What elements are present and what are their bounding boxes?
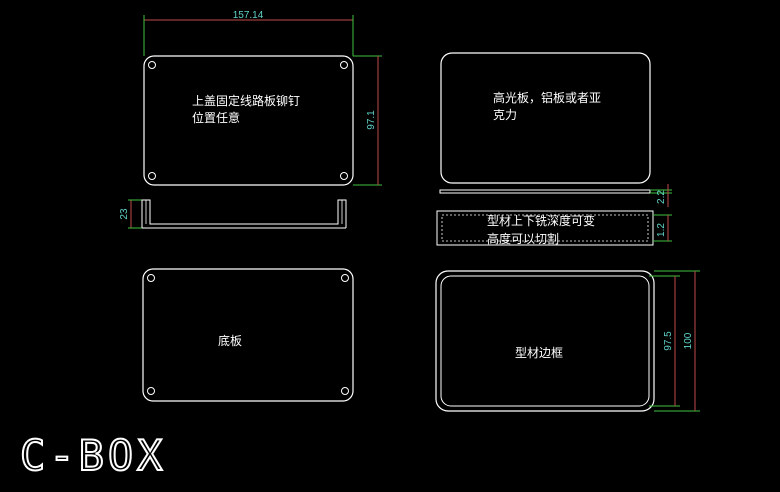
glossy-panel-view: 高光板，铝板或者亚 克力 xyxy=(440,52,651,184)
panel-thickness-dim: 2.2 xyxy=(656,190,667,204)
profile-section-view: 型材上下铣深度可变 高度可以切割 1.2 xyxy=(436,210,672,246)
brand-logo: C-BOX xyxy=(20,431,166,480)
frame-inner-height-dim: 97.5 xyxy=(663,331,674,351)
screw-hole-icon xyxy=(147,387,155,395)
side-height-dim: 23 xyxy=(119,208,130,220)
glossy-panel-outline xyxy=(440,52,651,184)
panel-thickness-view: 2.2 xyxy=(439,184,672,207)
top-height-dim: 97.1 xyxy=(366,110,377,130)
screw-hole-icon xyxy=(341,387,349,395)
top-cover-view: 157.14 上盖固定线路板铆钉 位置任意 97.1 xyxy=(143,10,382,186)
top-cover-note-1: 上盖固定线路板铆钉 xyxy=(192,93,300,108)
panel-strip xyxy=(439,189,651,194)
side-profile-outline xyxy=(141,199,347,228)
bottom-plate-view: 底板 xyxy=(142,268,354,402)
frame-outer-height-dim: 100 xyxy=(683,332,694,349)
rivet-hole-icon xyxy=(340,172,348,180)
frame-inner-outline xyxy=(440,275,650,407)
rivet-hole-icon xyxy=(340,61,348,69)
top-cover-note-2: 位置任意 xyxy=(192,110,240,125)
glossy-panel-note-1: 高光板，铝板或者亚 xyxy=(493,90,601,105)
profile-frame-label: 型材边框 xyxy=(515,346,563,360)
profile-outer-outline xyxy=(436,210,654,246)
rivet-hole-icon xyxy=(148,61,156,69)
screw-hole-icon xyxy=(341,274,349,282)
top-width-dim: 157.14 xyxy=(233,10,264,21)
profile-frame-view: 型材边框 97.5 100 xyxy=(435,270,700,412)
frame-outer-outline xyxy=(435,270,655,412)
screw-hole-icon xyxy=(147,274,155,282)
glossy-panel-note-2: 克力 xyxy=(493,108,517,122)
profile-depth-dim: 1.2 xyxy=(656,223,667,237)
bottom-plate-outline xyxy=(142,268,354,402)
rivet-hole-icon xyxy=(148,172,156,180)
profile-note-2: 高度可以切割 xyxy=(487,231,559,246)
profile-note-1: 型材上下铣深度可变 xyxy=(487,213,595,228)
bottom-plate-label: 底板 xyxy=(218,333,242,348)
side-section-view: 23 xyxy=(119,199,347,229)
top-cover-outline xyxy=(143,55,354,186)
